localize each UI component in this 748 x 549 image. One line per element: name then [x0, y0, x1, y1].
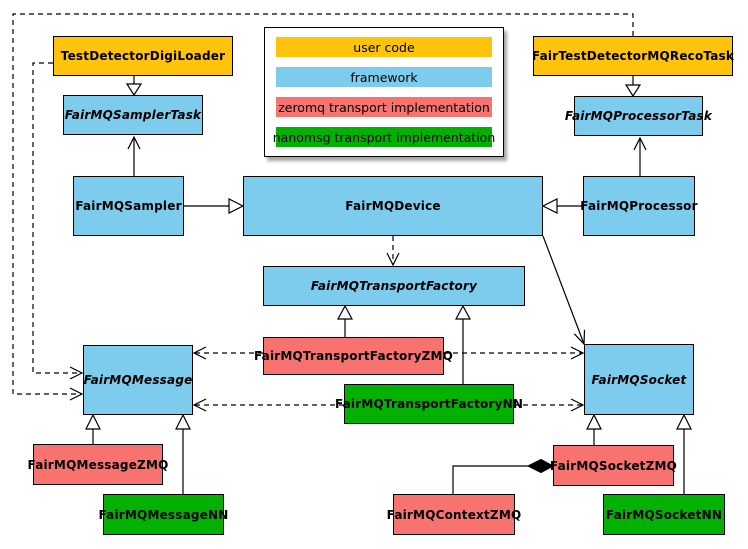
class-label: FairMQTransportFactoryNN — [334, 397, 524, 411]
class-label: FairMQMessage — [83, 373, 193, 387]
legend-item-framework: framework — [276, 67, 492, 87]
inheritance-fairmqsocketzmq-to-fairmqsocket — [586, 413, 602, 445]
class-label: FairMQDevice — [345, 199, 441, 213]
class-box-fair-test-detector-mq-reco-task: FairTestDetectorMQRecoTask — [531, 36, 735, 76]
legend-label: user code — [353, 39, 415, 55]
class-box-fairmq-transport-factory-nn: FairMQTransportFactoryNN — [335, 384, 523, 424]
class-box-fairmq-message-zmq: FairMQMessageZMQ — [28, 444, 168, 485]
class-box-fairmq-message-nn: FairMQMessageNN — [98, 494, 228, 535]
class-box-fairmq-context-zmq: FairMQContextZMQ — [387, 494, 521, 535]
class-box-fairmq-transport-factory-zmq: FairMQTransportFactoryZMQ — [254, 337, 453, 375]
class-box-test-detector-digi-loader: TestDetectorDigiLoader — [53, 36, 233, 76]
class-box-fairmq-device: FairMQDevice — [243, 176, 543, 236]
inheritance-fairmqmessagezmq-to-fairmqmessage — [85, 413, 101, 444]
class-label: FairMQProcessor — [580, 199, 698, 213]
class-box-fairmq-socket-zmq: FairMQSocketZMQ — [549, 445, 678, 486]
composition-fairmqcontextzmq-to-fairmqsocketzmq — [452, 458, 555, 494]
legend-item-nanomsg: nanomsg transport implementation — [273, 127, 495, 147]
dependency-fairmqtransportfactoryzmq-to-fairmqsocket — [444, 346, 585, 360]
inheritance-fairmqprocessor-to-fairmqdevice — [541, 198, 583, 214]
class-label: FairMQSocket — [591, 372, 687, 387]
class-box-fairmq-processor-task: FairMQProcessorTask — [565, 96, 712, 136]
inheritance-fairmqtransportfactorynn-to-fairmqtransportfactory — [454, 304, 472, 384]
legend-panel: user code framework zeromq transport imp… — [264, 27, 504, 157]
dependency-fairmqdevice-to-fairmqtransportfactory — [386, 236, 400, 267]
class-label: TestDetectorDigiLoader — [60, 49, 226, 63]
class-label: FairMQContextZMQ — [386, 507, 522, 522]
association-fairmqdevice-to-fairmqsocket — [542, 235, 586, 346]
inheritance-testdetectordigiloader-to-fairmqsamplertask — [125, 76, 143, 97]
dependency-testdetectordigiloader-to-fairmqmessage — [32, 62, 84, 380]
inheritance-fairmqmessagenn-to-fairmqmessage — [175, 413, 191, 494]
inheritance-fairmqsampler-to-fairmqdevice — [184, 198, 245, 214]
class-box-fairmq-sampler: FairMQSampler — [73, 176, 184, 236]
legend-label: nanomsg transport implementation — [272, 129, 496, 145]
legend-item-user-code: user code — [276, 37, 492, 57]
class-box-fairmq-transport-factory: FairMQTransportFactory — [263, 266, 525, 306]
dependency-fairmqtransportfactoryzmq-to-fairmqmessage — [192, 346, 263, 360]
class-box-fairmq-message: FairMQMessage — [83, 345, 193, 415]
inheritance-fairmqsocketnn-to-fairmqsocket — [676, 413, 692, 494]
association-fairmqsampler-to-fairmqsamplertask — [127, 135, 141, 176]
class-label: FairMQProcessorTask — [564, 109, 713, 123]
legend-label: zeromq transport implementation — [278, 99, 490, 115]
class-label: FairMQTransportFactoryZMQ — [253, 349, 454, 363]
class-box-fairmq-sampler-task: FairMQSamplerTask — [63, 95, 203, 135]
class-box-fairmq-processor: FairMQProcessor — [580, 176, 698, 236]
class-label: FairTestDetectorMQRecoTask — [531, 49, 735, 63]
class-label: FairMQMessageZMQ — [27, 457, 169, 472]
association-fairmqprocessor-to-fairmqprocessortask — [633, 136, 647, 176]
class-label: FairMQSampler — [75, 199, 182, 213]
inheritance-fairtestdetectormqrecotask-to-fairmqprocessortask — [624, 76, 642, 98]
class-label: FairMQSocketNN — [605, 507, 723, 522]
class-label: FairMQSocketZMQ — [549, 458, 678, 473]
class-label: FairMQSamplerTask — [64, 108, 202, 122]
class-label: FairMQMessageNN — [98, 507, 229, 522]
class-box-fairmq-socket-nn: FairMQSocketNN — [603, 494, 725, 535]
inheritance-fairmqtransportfactoryzmq-to-fairmqtransportfactory — [336, 304, 354, 337]
legend-item-zeromq: zeromq transport implementation — [276, 97, 492, 117]
class-label: FairMQTransportFactory — [310, 279, 478, 293]
class-box-fairmq-socket: FairMQSocket — [584, 344, 694, 415]
dependency-fairmqtransportfactorynn-to-fairmqsocket — [514, 398, 585, 412]
legend-label: framework — [350, 69, 418, 85]
dependency-fairmqtransportfactorynn-to-fairmqmessage — [192, 398, 344, 412]
dependency-fairtestdetectormqrecotask-to-fairmqmessage — [12, 13, 634, 401]
